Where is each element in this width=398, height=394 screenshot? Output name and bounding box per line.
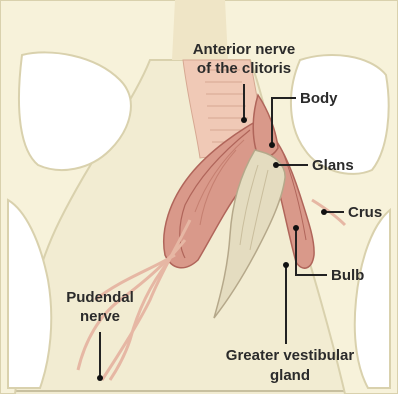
crus-label: Crus bbox=[348, 204, 382, 221]
vestibular-label-line1: Greater vestibular bbox=[226, 347, 355, 364]
pudendal-dot bbox=[97, 375, 103, 381]
anterior-nerve-dot bbox=[241, 117, 247, 123]
bulb-dot bbox=[293, 225, 299, 231]
glans-label: Glans bbox=[312, 157, 354, 174]
pudendal-label-line1: Pudendal bbox=[66, 289, 134, 306]
pudendal-label-line2: nerve bbox=[80, 308, 120, 325]
body-label: Body bbox=[300, 90, 338, 107]
bulb-label: Bulb bbox=[331, 267, 364, 284]
vestibular-label-line2: gland bbox=[270, 367, 310, 384]
glans-dot bbox=[273, 162, 279, 168]
body-dot bbox=[269, 142, 275, 148]
vestibular-dot bbox=[283, 262, 289, 268]
anterior-nerve-label-line2: of the clitoris bbox=[197, 60, 291, 77]
anterior-nerve-label-line1: Anterior nerve bbox=[193, 41, 296, 58]
crus-dot bbox=[321, 209, 327, 215]
